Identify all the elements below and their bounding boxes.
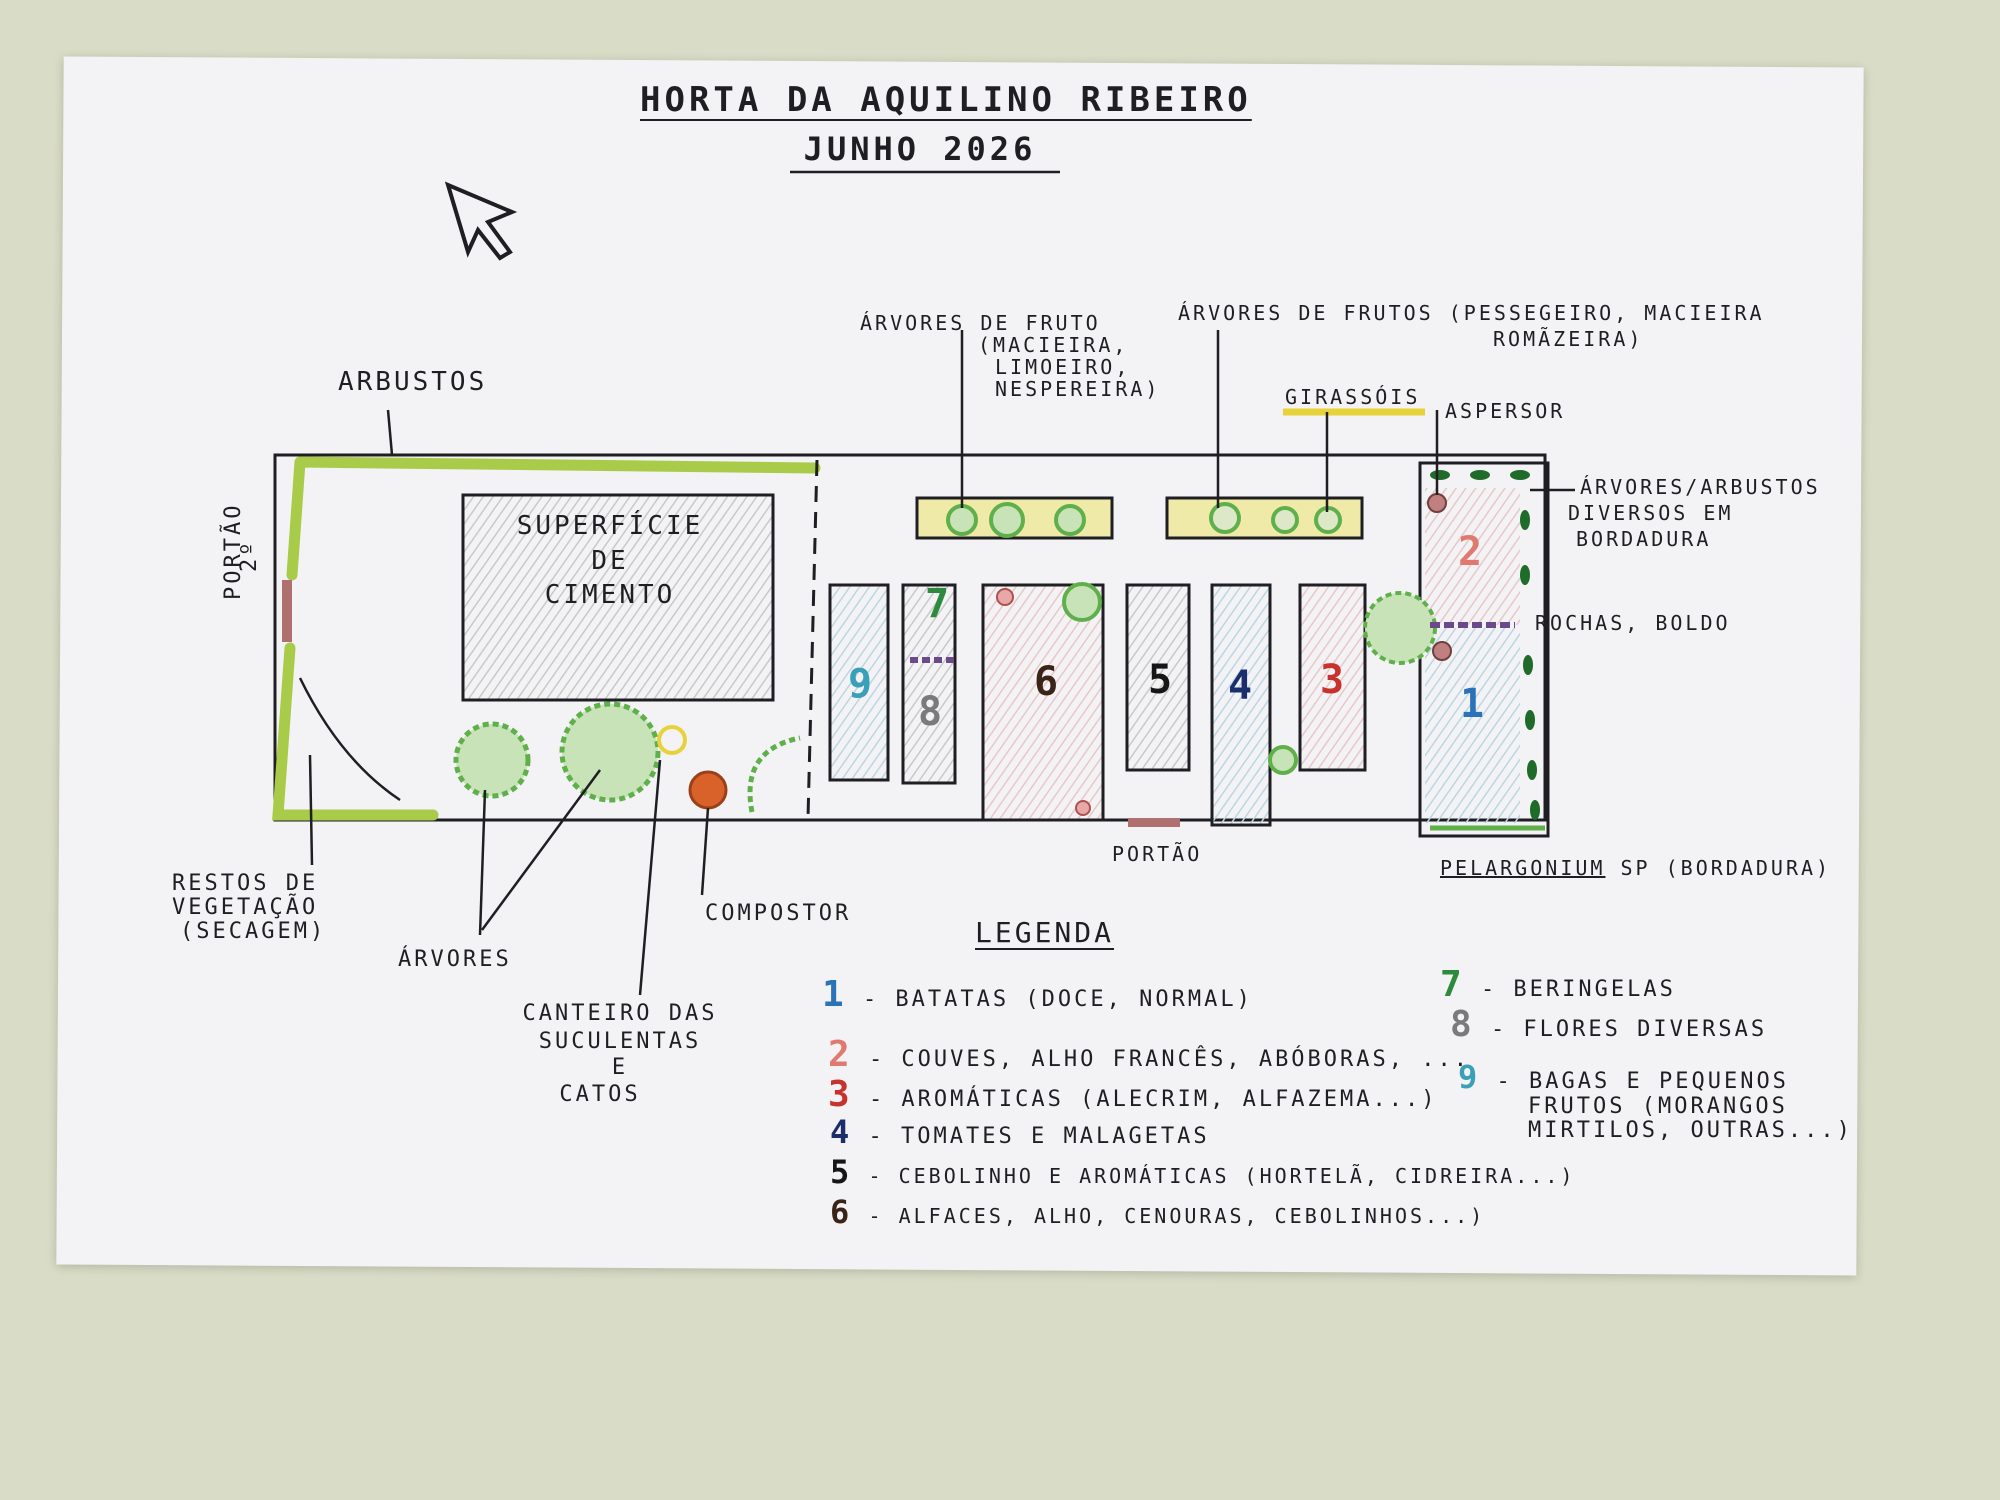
legend-text-4: - TOMATES E MALAGETAS (868, 1124, 1210, 1149)
legend-heading: LEGENDA (975, 916, 1115, 949)
bush-bed3 (1268, 745, 1298, 775)
big-bush-right (1363, 591, 1437, 665)
bed-5 (1125, 583, 1191, 772)
legend-text-9c: MIRTILOS, OUTRAS...) (1528, 1118, 1853, 1144)
bed-label-6: 6 (1034, 659, 1062, 705)
bed-label-2: 2 (1458, 529, 1486, 575)
leader-lines (308, 330, 1575, 996)
label-pelargonium: PELARGONIUM SP (BORDADURA) (1440, 856, 1832, 880)
legend-text-5: - CEBOLINHO E AROMÁTICAS (HORTELÃ, CIDRE… (868, 1164, 1576, 1188)
label-rochas: ROCHAS, BOLDO (1535, 611, 1731, 635)
fruit-tree-1b (989, 502, 1025, 538)
legend-num-7: 7 (1440, 964, 1465, 1005)
bed-label-3: 3 (1320, 657, 1348, 703)
bed-label-8: 8 (918, 689, 946, 735)
label-girassois: GIRASSÓIS (1285, 385, 1421, 409)
succulent-bed (657, 725, 687, 755)
cement-surface (461, 493, 775, 702)
flower-dot-1 (996, 588, 1014, 606)
bed-label-7: 7 (925, 581, 953, 627)
legend-text-9a: - BAGAS E PEQUENOS (1496, 1069, 1789, 1094)
side-gate (282, 580, 292, 642)
label-portao-side-num: 2º (237, 539, 262, 573)
legend-text-2: - COUVES, ALHO FRANCÊS, ABÓBORAS, ... (868, 1047, 1471, 1072)
bottom-gate (1128, 818, 1180, 827)
dashed-divider (806, 459, 819, 819)
legend-num-6: 6 (830, 1193, 853, 1231)
legend-num-2: 2 (828, 1034, 853, 1075)
legend-item-9: 9 - BAGAS E PEQUENOS FRUTOS (MORANGOS MI… (1458, 1058, 1853, 1144)
legend-item-2: 2 - COUVES, ALHO FRANCÊS, ABÓBORAS, ... (828, 1035, 1470, 1075)
legend-item-1: 1 - BATATAS (DOCE, NORMAL) (822, 975, 1253, 1015)
fruit-tree-2b (1271, 506, 1299, 534)
bed-label-5: 5 (1148, 657, 1176, 703)
legend-text-1: - BATATAS (DOCE, NORMAL) (862, 987, 1253, 1012)
arbustos-hedge (272, 456, 821, 821)
bush-bed6 (1062, 582, 1102, 622)
label-portao-bottom: PORTÃO (1112, 842, 1203, 866)
legend-num-9: 9 (1458, 1058, 1481, 1096)
legend-text-6: - ALFACES, ALHO, CENOURAS, CEBOLINHOS...… (868, 1204, 1486, 1228)
label-arvores: ÁRVORES (398, 947, 512, 972)
bed-6 (981, 583, 1105, 822)
label-aspersor: ASPERSOR (1445, 399, 1566, 423)
label-arvores-frutos-2: ÁRVORES DE FRUTOS (PESSEGEIRO, MACIEIRA … (1178, 301, 1765, 351)
bed-label-4: 4 (1228, 663, 1256, 709)
legend-text-9b: FRUTOS (MORANGOS (1528, 1094, 1788, 1120)
legend-item-5: 5 - CEBOLINHO E AROMÁTICAS (HORTELÃ, CID… (830, 1153, 1576, 1191)
legend-num-4: 4 (830, 1113, 853, 1151)
bed-4 (1210, 583, 1272, 827)
bed-label-1: 1 (1460, 681, 1488, 727)
tree-left-1 (453, 721, 531, 799)
bed-7-8 (901, 583, 957, 785)
label-compostor: COMPOSTOR (705, 901, 852, 926)
bed-3 (1298, 583, 1367, 772)
legend-item-3: 3 - AROMÁTICAS (ALECRIM, ALFAZEMA...) (828, 1075, 1438, 1115)
legend-item-7: 7 - BERINGELAS (1440, 965, 1676, 1005)
legend-item-8: 8 - FLORES DIVERSAS (1450, 1005, 1767, 1045)
bed-9 (828, 583, 890, 782)
legend-num-5: 5 (830, 1153, 853, 1191)
plan-title: HORTA DA AQUILINO RIBEIRO (640, 80, 1252, 120)
legend-num-8: 8 (1450, 1004, 1475, 1045)
door-swing (298, 677, 401, 802)
tree-left-3 (747, 735, 801, 813)
fruit-tree-2a (1209, 502, 1241, 534)
flower-dot-2 (1075, 800, 1091, 816)
aspersor-dot (1427, 493, 1447, 513)
fruit-tree-1c (1054, 504, 1086, 536)
legend-item-6: 6 - ALFACES, ALHO, CENOURAS, CEBOLINHOS.… (830, 1193, 1486, 1231)
legend-num-1: 1 (822, 974, 847, 1015)
north-arrow-icon (444, 181, 518, 261)
label-canteiro: CANTEIRO DAS SUCULENTAS E CATOS (522, 1001, 718, 1107)
border-trees (1430, 470, 1540, 820)
label-superficie: SUPERFÍCIE DE CIMENTO (516, 511, 704, 611)
plan-subtitle: JUNHO 2026 (803, 130, 1037, 168)
fruit-tree-1a (946, 504, 978, 536)
legend-item-4: 4 - TOMATES E MALAGETAS (830, 1113, 1210, 1151)
label-arvores-bordadura: ÁRVORES/ARBUSTOS DIVERSOS EM BORDADURA (1568, 475, 1821, 551)
legend-text-7: - BERINGELAS (1480, 977, 1676, 1002)
legend-text-3: - AROMÁTICAS (ALECRIM, ALFAZEMA...) (868, 1087, 1438, 1112)
compost-bin (688, 770, 728, 810)
legend-text-8: - FLORES DIVERSAS (1490, 1017, 1768, 1042)
garden-outline (273, 453, 1547, 822)
label-restos: RESTOS DE VEGETAÇÃO (SECAGEM) (172, 871, 327, 945)
bed-label-9: 9 (848, 661, 876, 707)
rock-dot (1432, 641, 1452, 661)
legend-num-3: 3 (828, 1074, 853, 1115)
label-arvores-fruto-1: ÁRVORES DE FRUTO (MACIEIRA, LIMOEIRO, NE… (860, 311, 1161, 401)
tree-left-2 (559, 701, 661, 803)
label-arbustos: ARBUSTOS (338, 367, 488, 397)
